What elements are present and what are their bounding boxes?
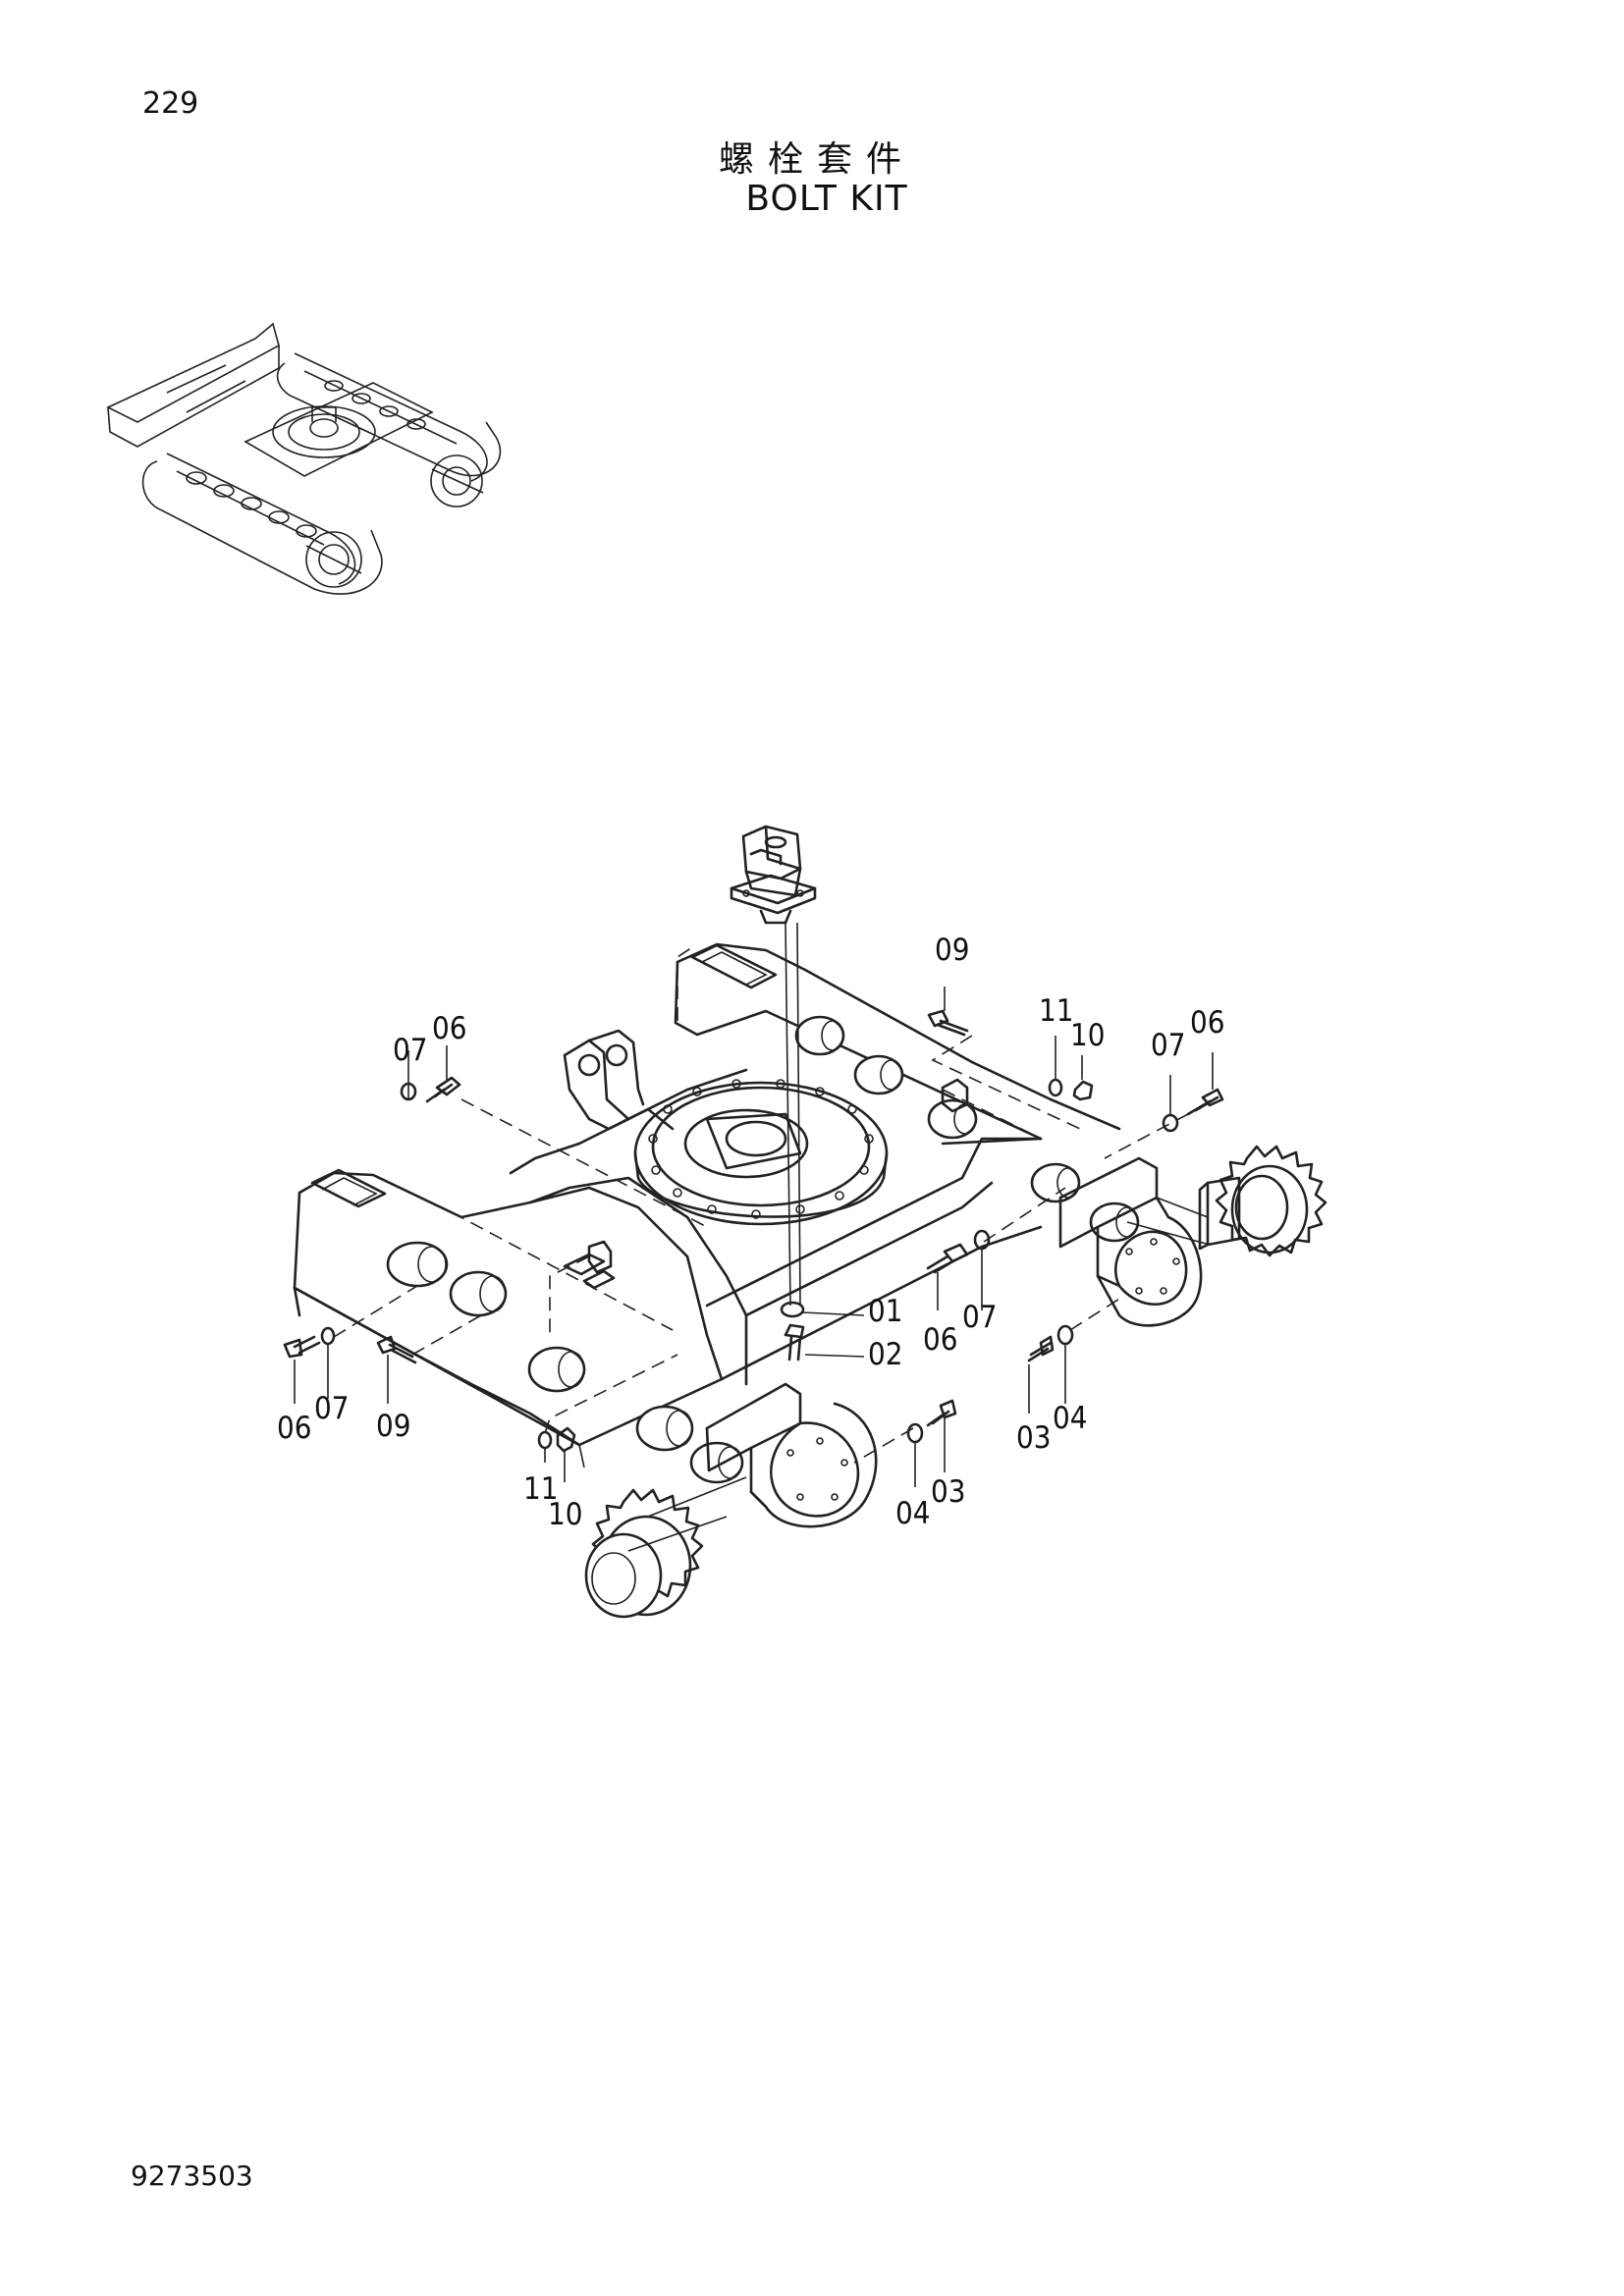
callout-11-top: 11 [1039, 993, 1073, 1029]
motor-mount-housings [705, 1156, 1203, 1528]
sprocket-rear [1198, 1145, 1327, 1257]
callout-09-top: 09 [935, 933, 969, 968]
title-english: BOLT KIT [745, 179, 908, 219]
callout-07-lower-left: 07 [314, 1391, 349, 1426]
callout-06-lower-left: 06 [277, 1411, 311, 1446]
center-joint-motor [730, 825, 817, 925]
callout-02: 02 [868, 1337, 902, 1372]
callout-01: 01 [868, 1294, 902, 1329]
callout-03-front: 03 [931, 1474, 965, 1510]
page-number: 229 [142, 86, 199, 121]
callout-07-middle-right: 07 [962, 1300, 997, 1335]
callout-10-front: 10 [548, 1497, 582, 1532]
callout-labels: 09 11 10 07 06 07 06 01 02 06 07 03 04 0… [277, 933, 1224, 1532]
leader-lines [294, 922, 1214, 1552]
callout-10-top: 10 [1070, 1018, 1105, 1053]
sprocket-front [584, 1488, 704, 1619]
title-chinese: 螺栓套件 [718, 139, 915, 180]
callout-04-front: 04 [895, 1496, 930, 1531]
document-code: 9273503 [131, 2160, 253, 2192]
callout-09-lower-left: 09 [376, 1409, 410, 1444]
locator-thumbnail [106, 322, 502, 595]
track-frame [293, 942, 1121, 1468]
callout-03-right: 03 [1016, 1420, 1051, 1456]
fasteners [283, 1009, 1224, 1453]
callout-11-front: 11 [523, 1471, 558, 1507]
callout-07-upper-right: 07 [1151, 1028, 1185, 1063]
callout-06-middle-right: 06 [923, 1322, 957, 1358]
track-rollers [386, 1015, 1140, 1484]
callout-06-upper-right: 06 [1190, 1005, 1224, 1041]
callout-07-upper-left: 07 [393, 1033, 427, 1068]
callout-04-right: 04 [1053, 1401, 1087, 1436]
callout-06-upper-left: 06 [432, 1011, 466, 1046]
